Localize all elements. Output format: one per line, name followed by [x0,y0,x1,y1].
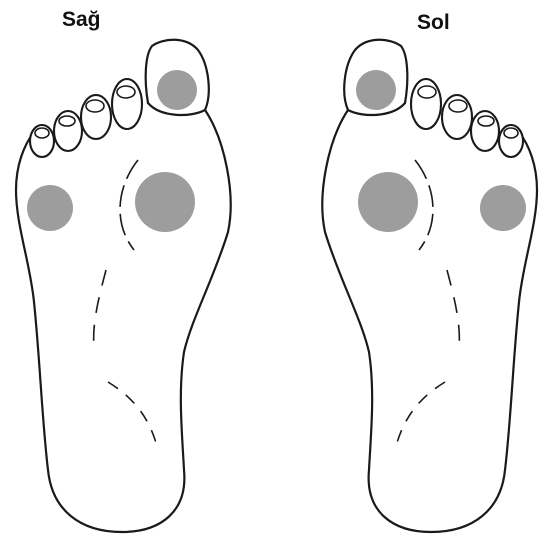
right-foot [16,40,231,532]
left-foot [322,40,537,532]
